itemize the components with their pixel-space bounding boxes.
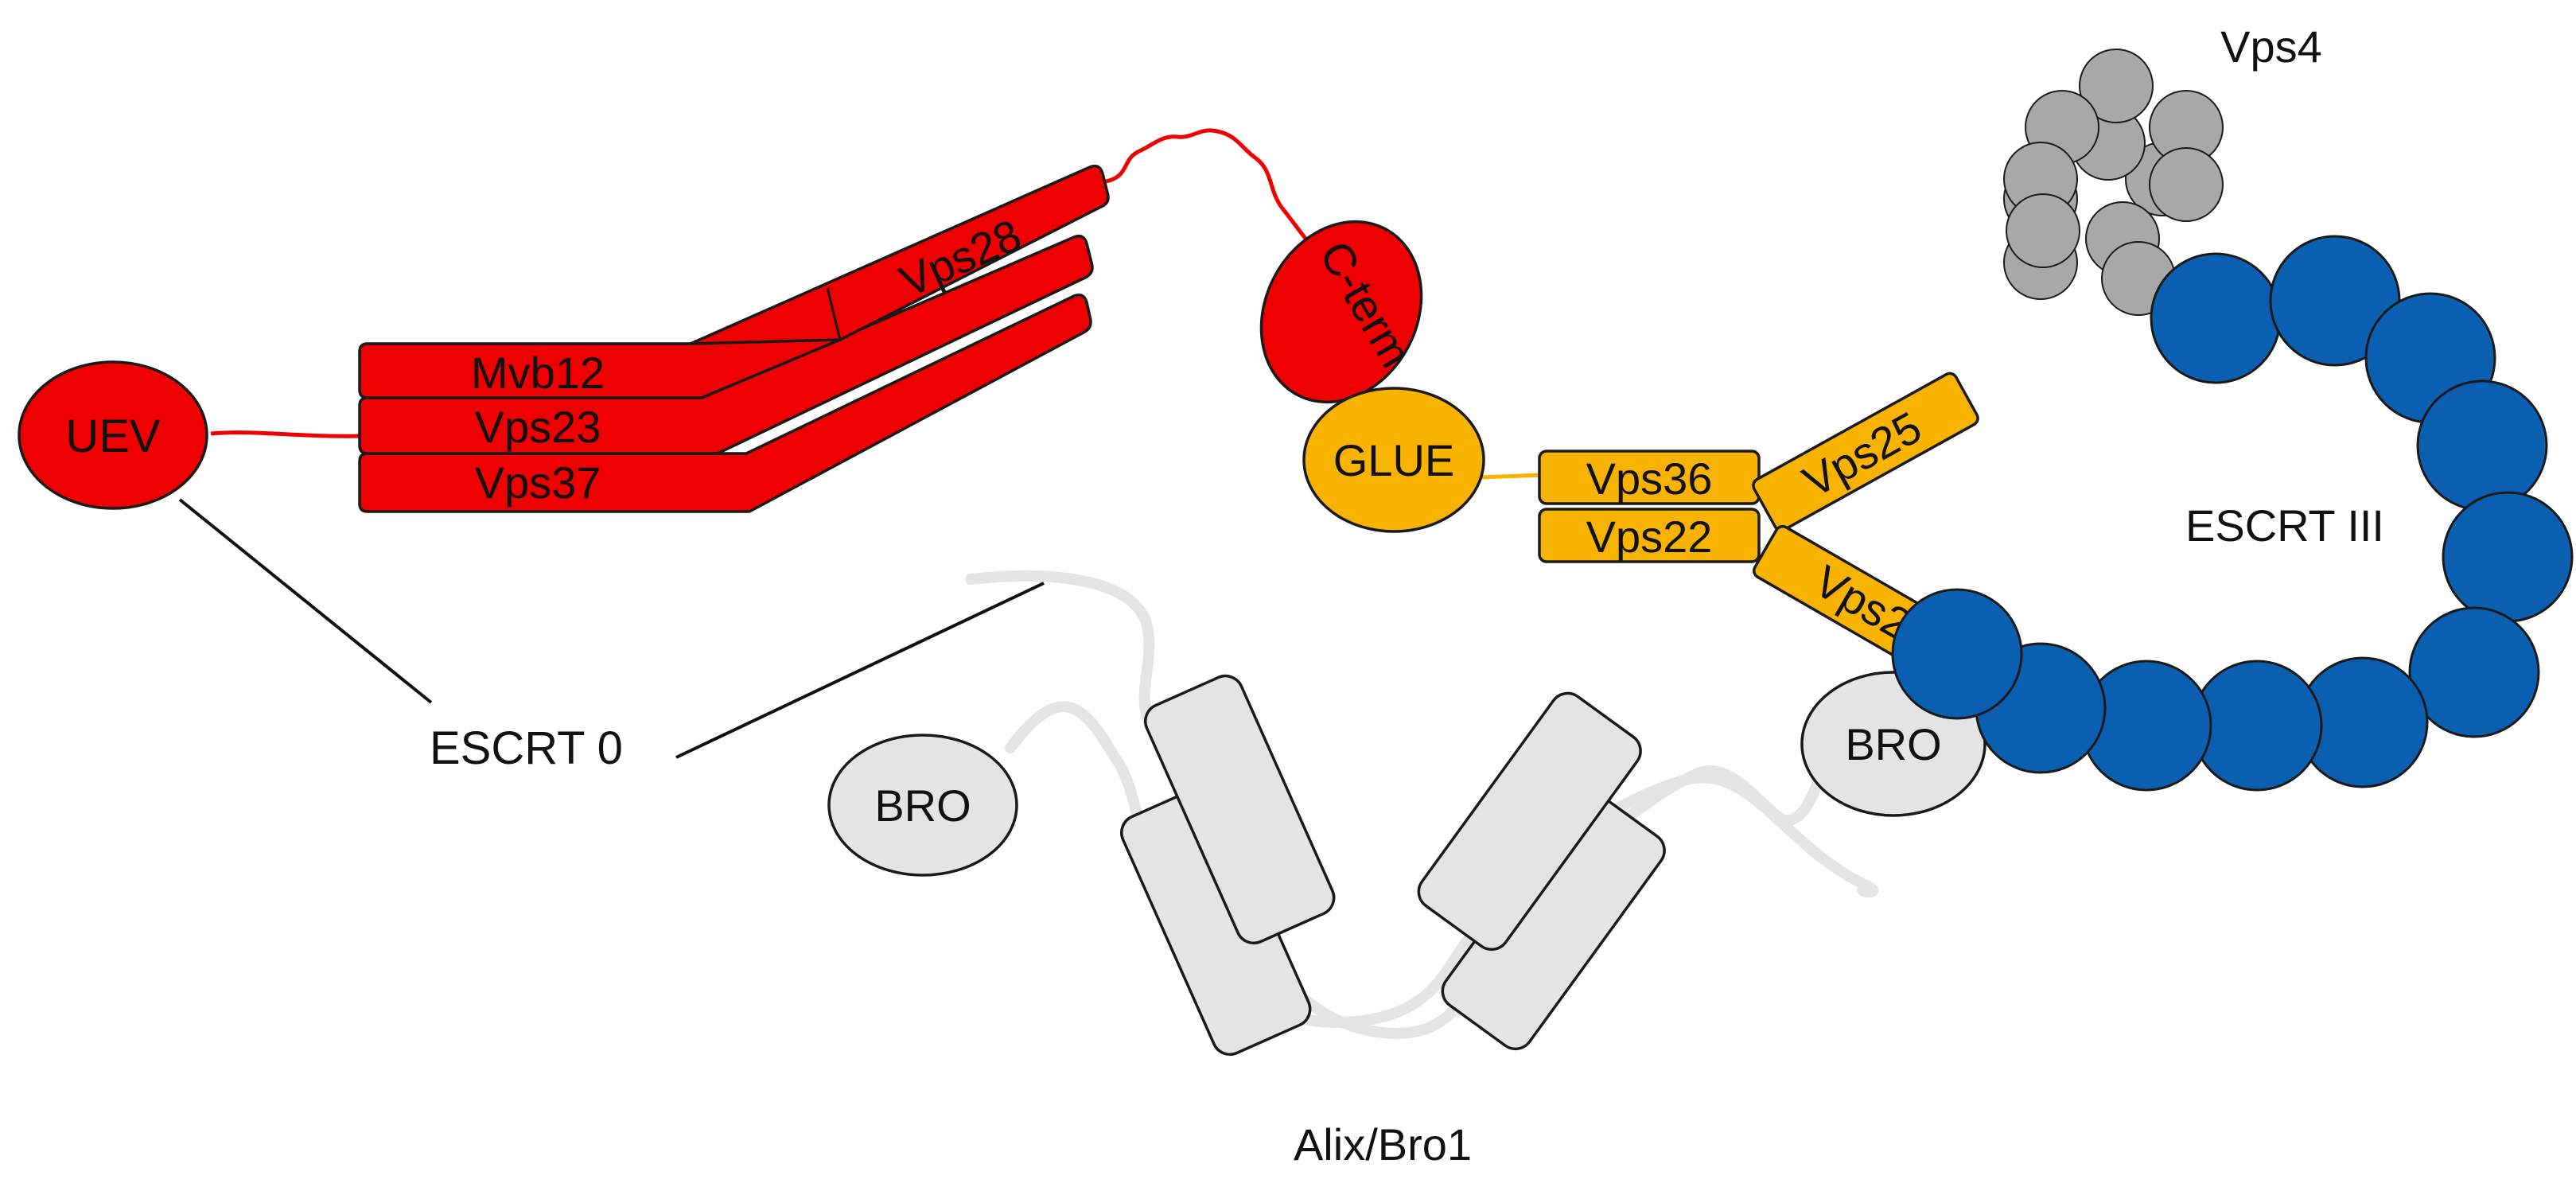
vps25-top-label: Vps25 <box>1795 402 1929 507</box>
alix-linker-back <box>965 570 1879 1039</box>
vps22-box <box>1538 508 1761 563</box>
vps28-cterm-linker <box>1105 128 1319 255</box>
escrt3-subunit <box>2150 252 2282 384</box>
escrt0-pointer-uev <box>178 498 433 704</box>
escrt3-subunit <box>2416 379 2548 512</box>
vps37-helix <box>358 293 1092 513</box>
bro-right-label: BRO <box>1845 719 1941 769</box>
escrt3-subunit <box>1891 588 2023 720</box>
vps4-sphere <box>2006 193 2080 268</box>
escrt0-label: ESCRT 0 <box>430 722 623 774</box>
uev-domain <box>18 360 208 510</box>
mvb12-label: Mvb12 <box>471 348 605 398</box>
vps36-label: Vps36 <box>1586 453 1713 504</box>
escrt2-complex: GLUE Vps36 Vps22 Vps25 Vps25 <box>1302 372 1979 688</box>
vps28-helix <box>690 164 1110 345</box>
vps4-complex: Vps4 <box>2003 21 2322 316</box>
alix-bro1-label: Alix/Bro1 <box>1294 1119 1472 1170</box>
escrt3-subunit <box>2442 491 2574 623</box>
escrt3-subunit <box>2408 606 2540 738</box>
escrt1-complex: UEV Vps37 Vps23 Mvb12 Vps28 C-term <box>18 128 1423 513</box>
uev-label: UEV <box>65 411 161 462</box>
glue-linker <box>1479 473 1544 480</box>
alix-linker-front <box>1005 701 1835 1028</box>
vps25-top-box <box>1752 372 1979 532</box>
vps37-label: Vps37 <box>475 457 601 508</box>
vps4-sphere <box>2149 147 2224 222</box>
glue-label: GLUE <box>1333 435 1455 485</box>
vps4-label: Vps4 <box>2220 21 2322 72</box>
vps22-label: Vps22 <box>1586 512 1713 562</box>
vps23-label: Vps23 <box>475 402 601 452</box>
vps4-sphere <box>2079 49 2154 123</box>
cterm-domain <box>1259 220 1423 404</box>
escrt0-callout: ESCRT 0 <box>178 498 1045 774</box>
escrt3-label: ESCRT III <box>2185 500 2384 551</box>
escrt3-polymer: BRO ESCRT III <box>1800 235 2574 817</box>
uev-linker <box>210 430 360 438</box>
alix-helix-left-front <box>1144 674 1336 945</box>
alix-bro1-complex: BRO Alix/Bro1 <box>827 570 1879 1170</box>
mvb12-helix <box>358 286 842 399</box>
bro-left-label: BRO <box>874 780 971 831</box>
bro-domain-left <box>827 734 1018 877</box>
alix-helix-right-front <box>1417 691 1642 952</box>
escrt0-pointer-alix <box>675 582 1045 759</box>
vps28-divider <box>826 287 842 341</box>
glue-domain <box>1302 387 1485 533</box>
